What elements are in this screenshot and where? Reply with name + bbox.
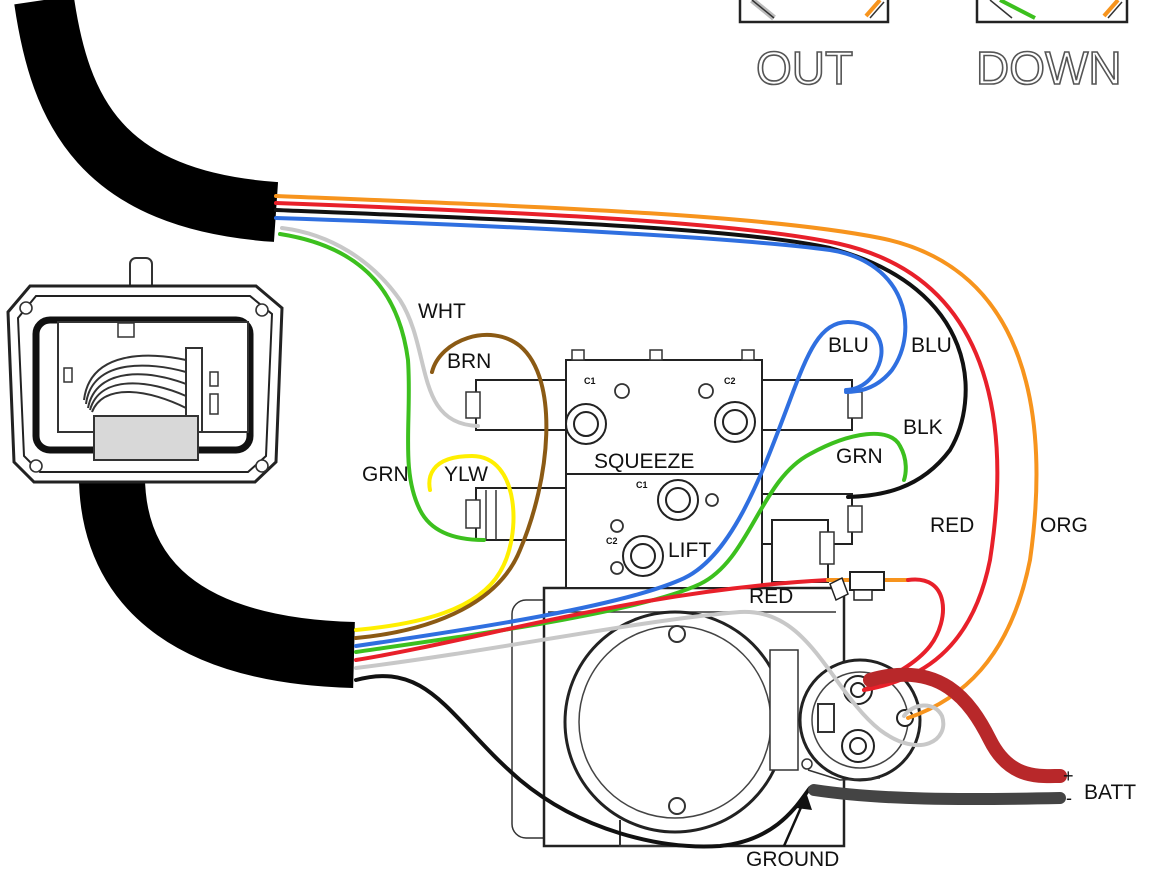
starter-solenoid (798, 658, 922, 782)
wire-gray-upper (280, 226, 480, 428)
wire-black-upper (274, 208, 968, 499)
indicator-out-label: OUT (756, 42, 853, 94)
lower-cable-sheath (78, 469, 356, 688)
wire-green-upper (278, 232, 486, 542)
label-red-mid: RED (749, 585, 793, 608)
label-blk: BLK (903, 416, 943, 439)
control-box (6, 257, 284, 484)
wire-red-main (274, 201, 1000, 692)
wire-black-lower (354, 674, 812, 849)
valve-block (465, 349, 863, 589)
label-lift: LIFT (668, 539, 711, 562)
indicator-out (738, 0, 890, 24)
port-c1-mid: C1 (636, 480, 648, 490)
wire-brown (354, 332, 549, 640)
label-blu-2: BLU (911, 334, 952, 357)
wire-blue-lower (354, 320, 884, 648)
inline-fuse-holder (829, 571, 885, 602)
wire-orange (274, 194, 1039, 720)
label-brn: BRN (447, 350, 491, 373)
port-c2-mid: C2 (606, 536, 618, 546)
label-grn-right: GRN (836, 445, 883, 468)
wire-red-lower (354, 578, 830, 662)
label-minus: - (1066, 788, 1072, 808)
wire-blue-upper (274, 216, 908, 394)
port-c1-top: C1 (584, 376, 596, 386)
label-ylw: YLW (444, 463, 488, 486)
label-squeeze: SQUEEZE (594, 450, 694, 473)
wire-yellow (354, 454, 516, 632)
label-wht: WHT (418, 300, 466, 323)
battery-positive-cable (863, 667, 1067, 784)
label-blu-1: BLU (828, 334, 869, 357)
label-ground: GROUND (746, 848, 839, 871)
label-red-right: RED (930, 514, 974, 537)
label-plus: + (1063, 766, 1074, 786)
label-grn-left: GRN (362, 463, 409, 486)
label-batt: BATT (1084, 781, 1136, 804)
ground-arrow (782, 792, 812, 847)
upper-cable-sheath (14, 0, 279, 242)
indicator-down (975, 0, 1129, 24)
port-c2-top: C2 (724, 376, 736, 386)
battery-negative-cable (808, 784, 1066, 806)
indicator-down-label: DOWN (976, 42, 1122, 94)
wire-gray-lower (354, 609, 946, 748)
label-org: ORG (1040, 514, 1088, 537)
